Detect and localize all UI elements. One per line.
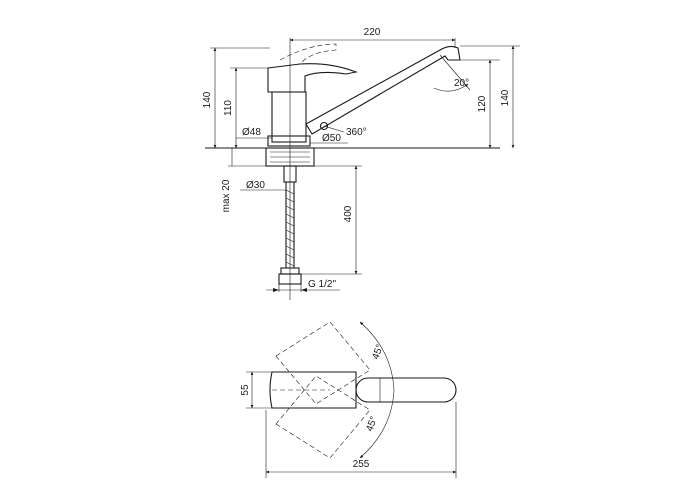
side-view: 220 140 110 120 140 20° 360° Ø48 Ø bbox=[202, 27, 520, 300]
rotation-leader bbox=[323, 125, 345, 133]
flex-hose bbox=[278, 182, 302, 285]
plan-body bbox=[269, 371, 357, 409]
plan-spout bbox=[355, 377, 457, 403]
plan-handle-rot-down bbox=[275, 375, 371, 459]
spout bbox=[305, 45, 471, 135]
dim-g-half: G 1/2" bbox=[308, 279, 336, 290]
dim-dia-30: Ø30 bbox=[246, 180, 265, 191]
arc-45-top bbox=[359, 321, 395, 391]
dim-360deg: 360° bbox=[346, 127, 367, 138]
dim-110: 110 bbox=[223, 100, 234, 116]
dim-dia-50: Ø50 bbox=[322, 133, 341, 144]
dim-hose-length: 400 bbox=[301, 165, 362, 275]
dim-140-right: 140 bbox=[500, 89, 511, 106]
dim-dia-48: Ø48 bbox=[242, 127, 261, 138]
dim-plan-length: 255 bbox=[265, 402, 457, 478]
lever-handle-raised bbox=[279, 43, 337, 65]
dim-140-left: 140 bbox=[202, 91, 213, 108]
plan-handle-rot-up bbox=[275, 321, 371, 405]
dim-400: 400 bbox=[343, 205, 354, 222]
dim-max20: max 20 bbox=[221, 148, 266, 212]
dim-thread: G 1/2" bbox=[266, 279, 340, 292]
dim-plan-width: 55 bbox=[240, 371, 272, 409]
dim-top-width: 220 bbox=[289, 27, 456, 60]
dim-45-top: 45° bbox=[370, 343, 386, 361]
dim-left-heights: 140 110 bbox=[202, 47, 270, 149]
dim-max-20: max 20 bbox=[221, 179, 232, 212]
dim-right-heights: 120 140 bbox=[458, 45, 520, 149]
dim-20deg: 20° bbox=[454, 78, 469, 89]
dim-55: 55 bbox=[240, 384, 251, 396]
faucet-body bbox=[267, 60, 311, 300]
lever-handle bbox=[267, 63, 358, 93]
dim-255: 255 bbox=[353, 459, 370, 470]
dim-220: 220 bbox=[364, 27, 381, 38]
plan-view: 45° 45° 55 255 bbox=[240, 321, 457, 478]
arc-45-bottom bbox=[359, 389, 395, 459]
dim-45-bottom: 45° bbox=[364, 415, 380, 433]
mounting-nut bbox=[265, 147, 315, 183]
dim-120: 120 bbox=[477, 95, 488, 112]
